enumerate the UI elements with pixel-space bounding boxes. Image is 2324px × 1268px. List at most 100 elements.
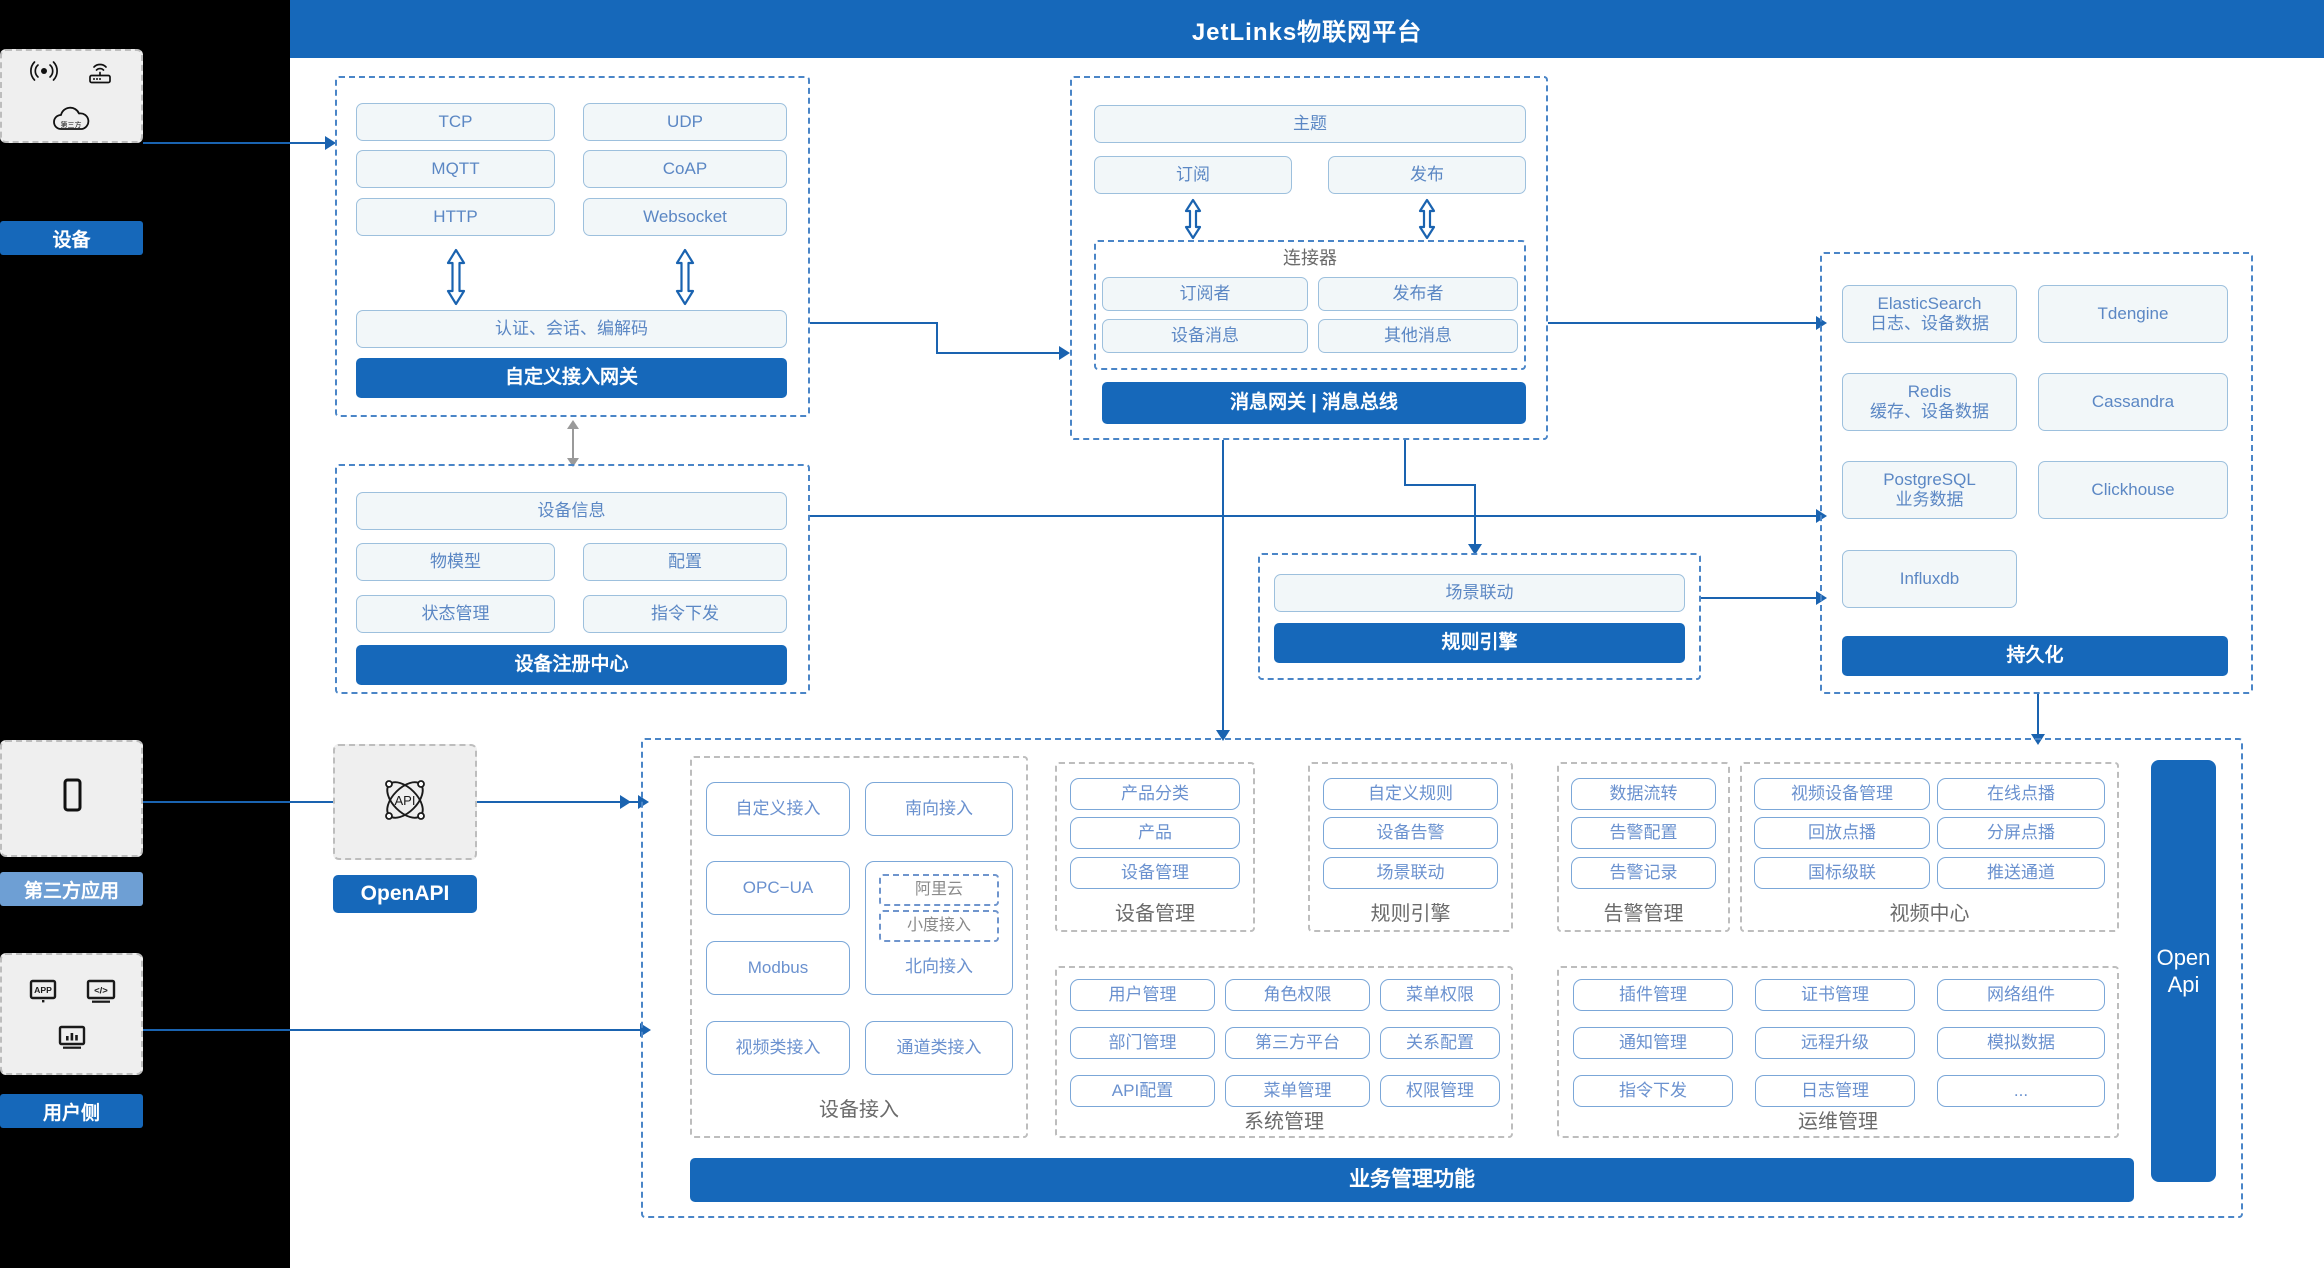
persistence-group bbox=[1820, 252, 2253, 694]
device-registry-chip-command[interactable]: 指令下发 bbox=[583, 595, 787, 633]
system-chip-role-permission[interactable]: 角色权限 bbox=[1225, 979, 1370, 1011]
system-chip-user-management[interactable]: 用户管理 bbox=[1070, 979, 1215, 1011]
system-chip-relation-config[interactable]: 关系配置 bbox=[1380, 1027, 1500, 1059]
video-chip-playback[interactable]: 回放点播 bbox=[1754, 817, 1930, 849]
message-topic-chip[interactable]: 主题 bbox=[1094, 105, 1526, 143]
rule-engine-footer[interactable]: 规则引擎 bbox=[1274, 623, 1685, 663]
alarm-chip-data-flow[interactable]: 数据流转 bbox=[1571, 778, 1716, 810]
message-subscribe-chip[interactable]: 订阅 bbox=[1094, 156, 1292, 194]
device-rail-label: 设备 bbox=[0, 221, 143, 255]
ops-chip-command-dispatch[interactable]: 指令下发 bbox=[1573, 1075, 1733, 1107]
device-access-chip-video[interactable]: 视频类接入 bbox=[706, 1021, 850, 1075]
system-chip-api-config[interactable]: API配置 bbox=[1070, 1075, 1215, 1107]
device-registry-chip-status[interactable]: 状态管理 bbox=[356, 595, 555, 633]
persistence-chip-influxdb[interactable]: Influxdb bbox=[1842, 550, 2017, 608]
system-chip-menu-permission[interactable]: 菜单权限 bbox=[1380, 979, 1500, 1011]
persistence-chip-tdengine[interactable]: Tdengine bbox=[2038, 285, 2228, 343]
rule-biz-chip-custom-rule[interactable]: 自定义规则 bbox=[1323, 778, 1498, 810]
group-rule-engine-biz bbox=[1308, 762, 1513, 932]
custom-access-gateway-footer[interactable]: 自定义接入网关 bbox=[356, 358, 787, 398]
user-side-rail-card: APP </> bbox=[0, 953, 143, 1075]
connector-bus-to-rule-seg2 bbox=[1404, 484, 1476, 486]
connector-bus-to-persistence bbox=[1548, 322, 1818, 324]
system-chip-menu-management[interactable]: 菜单管理 bbox=[1225, 1075, 1370, 1107]
message-publish-chip[interactable]: 发布 bbox=[1328, 156, 1526, 194]
protocol-chip-mqtt[interactable]: MQTT bbox=[356, 150, 555, 188]
message-bus-footer[interactable]: 消息网关 | 消息总线 bbox=[1102, 382, 1526, 424]
device-access-chip-xiaodu[interactable]: 小度接入 bbox=[879, 910, 999, 942]
video-chip-gb-cascade[interactable]: 国标级联 bbox=[1754, 857, 1930, 889]
connector-chip-device-message[interactable]: 设备消息 bbox=[1102, 319, 1308, 353]
alarm-chip-alarm-config[interactable]: 告警配置 bbox=[1571, 817, 1716, 849]
code-window-icon: </> bbox=[85, 978, 117, 1010]
device-access-chip-channel[interactable]: 通道类接入 bbox=[865, 1021, 1013, 1075]
ops-chip-notification-management[interactable]: 通知管理 bbox=[1573, 1027, 1733, 1059]
openapi-node-label[interactable]: OpenAPI bbox=[333, 875, 477, 913]
rule-biz-chip-device-alarm[interactable]: 设备告警 bbox=[1323, 817, 1498, 849]
gateway-codec-chip[interactable]: 认证、会话、编解码 bbox=[356, 310, 787, 348]
connector-chip-publisher[interactable]: 发布者 bbox=[1318, 277, 1518, 311]
protocol-chip-http[interactable]: HTTP bbox=[356, 198, 555, 236]
ops-chip-log-management[interactable]: 日志管理 bbox=[1755, 1075, 1915, 1107]
business-area-group bbox=[641, 738, 2243, 1218]
persistence-chip-redis[interactable]: Redis 缓存、设备数据 bbox=[1842, 373, 2017, 431]
device-access-chip-custom[interactable]: 自定义接入 bbox=[706, 782, 850, 836]
device-registry-info-chip[interactable]: 设备信息 bbox=[356, 492, 787, 530]
ops-chip-certificate-management[interactable]: 证书管理 bbox=[1755, 979, 1915, 1011]
arrow-up-gateway bbox=[567, 420, 579, 429]
group-title-video-center: 视频中心 bbox=[1889, 902, 1970, 925]
device-mgmt-chip-product[interactable]: 产品 bbox=[1070, 817, 1240, 849]
system-chip-permission-management[interactable]: 权限管理 bbox=[1380, 1075, 1500, 1107]
alarm-chip-alarm-record[interactable]: 告警记录 bbox=[1571, 857, 1716, 889]
protocol-chip-websocket[interactable]: Websocket bbox=[583, 198, 787, 236]
device-rail-card: 第三方 bbox=[0, 49, 143, 143]
business-footer-bar[interactable]: 业务管理功能 bbox=[690, 1158, 2134, 1202]
device-mgmt-chip-device-management[interactable]: 设备管理 bbox=[1070, 857, 1240, 889]
ops-chip-remote-upgrade[interactable]: 远程升级 bbox=[1755, 1027, 1915, 1059]
openapi-vertical-bar[interactable]: Open Api bbox=[2151, 760, 2216, 1182]
persistence-chip-postgresql[interactable]: PostgreSQL 业务数据 bbox=[1842, 461, 2017, 519]
ops-chip-more[interactable]: ... bbox=[1937, 1075, 2105, 1107]
mobile-phone-icon bbox=[59, 777, 85, 820]
message-bus-group bbox=[1070, 76, 1548, 440]
video-chip-push-channel[interactable]: 推送通道 bbox=[1937, 857, 2105, 889]
system-chip-department-management[interactable]: 部门管理 bbox=[1070, 1027, 1215, 1059]
persistence-chip-cassandra[interactable]: Cassandra bbox=[2038, 373, 2228, 431]
ops-chip-simulated-data[interactable]: 模拟数据 bbox=[1937, 1027, 2105, 1059]
device-access-chip-southbound[interactable]: 南向接入 bbox=[865, 782, 1013, 836]
group-ops-management bbox=[1557, 966, 2119, 1138]
arrow-openapi-to-business bbox=[638, 795, 649, 809]
group-title-device-access: 设备接入 bbox=[819, 1098, 899, 1121]
video-chip-online-play[interactable]: 在线点播 bbox=[1937, 778, 2105, 810]
arrow-user-to-business bbox=[640, 1023, 651, 1037]
device-registry-footer[interactable]: 设备注册中心 bbox=[356, 645, 787, 685]
protocol-chip-udp[interactable]: UDP bbox=[583, 103, 787, 141]
connector-rule-to-persistence bbox=[1701, 597, 1818, 599]
device-access-chip-aliyun[interactable]: 阿里云 bbox=[879, 874, 999, 906]
device-access-chip-modbus[interactable]: Modbus bbox=[706, 941, 850, 995]
device-registry-chip-config[interactable]: 配置 bbox=[583, 543, 787, 581]
ops-chip-network-component[interactable]: 网络组件 bbox=[1937, 979, 2105, 1011]
device-registry-chip-thing-model[interactable]: 物模型 bbox=[356, 543, 555, 581]
ops-chip-plugin-management[interactable]: 插件管理 bbox=[1573, 979, 1733, 1011]
message-subscribe-bidirectional-arrow-icon bbox=[1181, 198, 1205, 245]
video-chip-device-management[interactable]: 视频设备管理 bbox=[1754, 778, 1930, 810]
device-access-northbound-label: 北向接入 bbox=[905, 956, 973, 976]
connector-chip-subscriber[interactable]: 订阅者 bbox=[1102, 277, 1308, 311]
rule-biz-chip-scene-linkage[interactable]: 场景联动 bbox=[1323, 857, 1498, 889]
rule-engine-scene-chip[interactable]: 场景联动 bbox=[1274, 574, 1685, 612]
openapi-node-card: API bbox=[333, 744, 477, 860]
persistence-footer[interactable]: 持久化 bbox=[1842, 636, 2228, 676]
protocol-chip-coap[interactable]: CoAP bbox=[583, 150, 787, 188]
persistence-chip-clickhouse[interactable]: Clickhouse bbox=[2038, 461, 2228, 519]
system-chip-third-party-platform[interactable]: 第三方平台 bbox=[1225, 1027, 1370, 1059]
persistence-chip-elasticsearch[interactable]: ElasticSearch 日志、设备数据 bbox=[1842, 285, 2017, 343]
connector-chip-other-message[interactable]: 其他消息 bbox=[1318, 319, 1518, 353]
protocol-chip-tcp[interactable]: TCP bbox=[356, 103, 555, 141]
arrow-gateway-to-bus bbox=[1059, 346, 1070, 360]
video-chip-split-screen[interactable]: 分屏点播 bbox=[1937, 817, 2105, 849]
connector-gateway-registry bbox=[572, 427, 574, 460]
device-access-chip-opcua[interactable]: OPC−UA bbox=[706, 861, 850, 915]
group-device-access bbox=[690, 756, 1028, 1138]
device-mgmt-chip-product-category[interactable]: 产品分类 bbox=[1070, 778, 1240, 810]
